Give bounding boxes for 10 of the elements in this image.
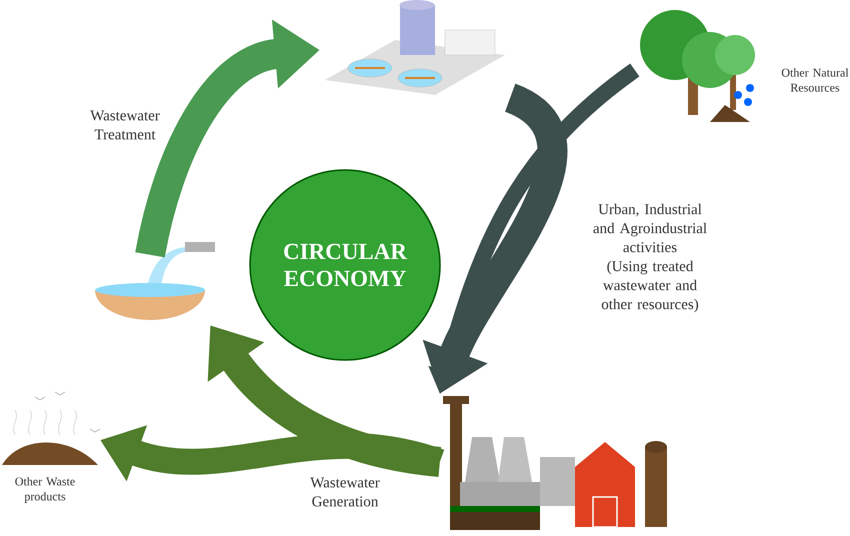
outfall-basin-drawing (95, 242, 215, 320)
trees-drawing (640, 10, 755, 122)
edge-label: Wastewater Treatment (90, 110, 160, 140)
resource-label: Other Natural Resources (782, 68, 848, 92)
waste-pile-drawing (2, 392, 100, 465)
edge-label: Urban, Industrial and Agroindustrial activities (Using treated wastewater and other resources) (593, 204, 707, 312)
factory-farm-drawing (443, 396, 667, 530)
treatment-plant-drawing (325, 0, 505, 95)
resource-label: Other Waste products (15, 477, 75, 503)
edge-label: Wastewater Generation (310, 478, 380, 506)
